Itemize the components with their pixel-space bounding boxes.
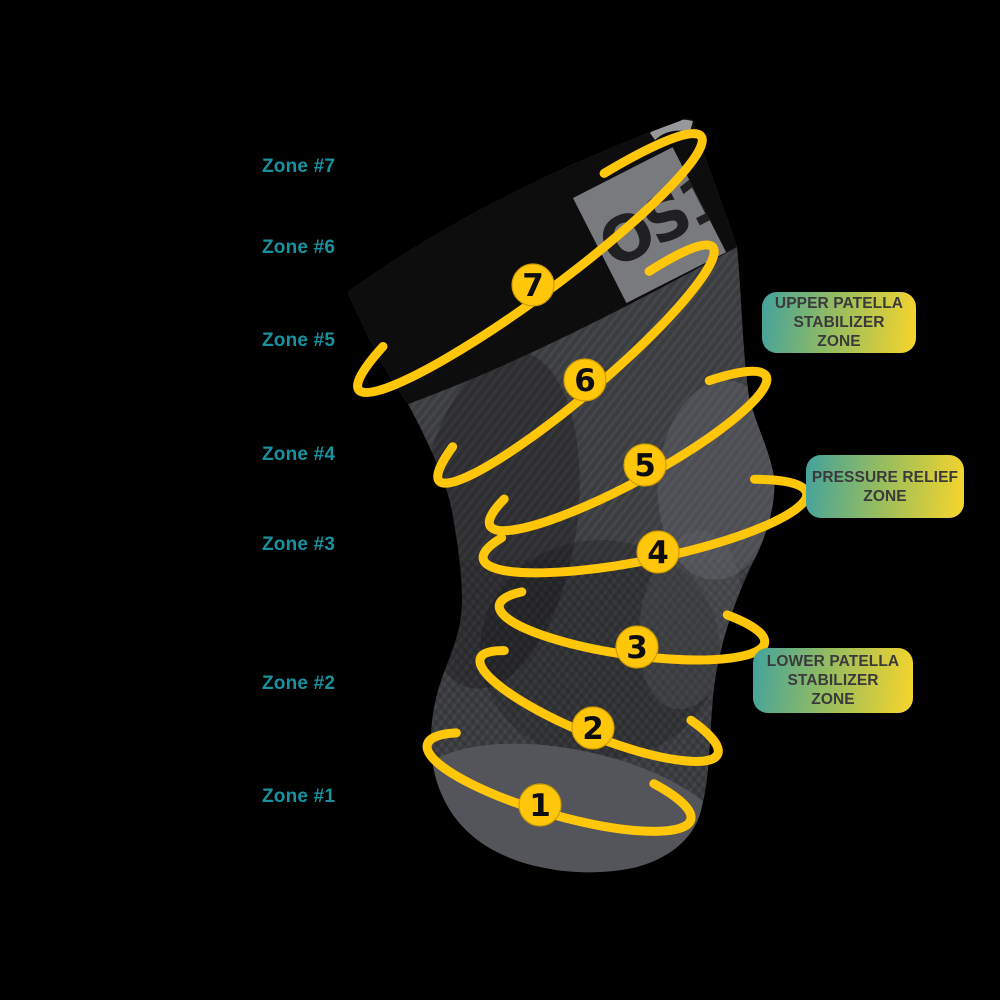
- zone-number-text: 2: [582, 711, 604, 747]
- zone-number-4: 4: [636, 530, 680, 574]
- zone-number-text: 5: [634, 448, 656, 484]
- zone-label-2: Zone #2: [262, 673, 336, 694]
- callout-line: STABILIZER: [793, 314, 885, 331]
- zone-number-circle: [571, 706, 615, 750]
- zone-band-1: [422, 728, 696, 836]
- zone-number-1: 1: [518, 783, 562, 827]
- callout-pressure-relief-zone: PRESSURE RELIEF ZONE: [806, 455, 964, 518]
- callout-upper-patella-stabilizer-zone: UPPER PATELLA STABILIZER ZONE: [762, 292, 916, 353]
- zone-number-text: 3: [626, 630, 648, 666]
- callout-line: UPPER PATELLA: [774, 295, 904, 312]
- zone-band-6: [433, 240, 719, 488]
- callout-line: STABILIZER: [787, 672, 879, 689]
- zone-number-6: 6: [563, 358, 607, 402]
- zone-number-2: 2: [571, 706, 615, 750]
- callout-line: ZONE: [811, 691, 855, 708]
- cuff-fold-highlight: [650, 119, 693, 140]
- zone-number-markers: 7 6 5 4 3 2 1: [511, 263, 680, 827]
- zone-number-text: 1: [529, 788, 551, 824]
- zone-label-4: Zone #4: [262, 444, 336, 465]
- zone-number-text: 7: [522, 268, 544, 304]
- zone-label-6: Zone #6: [262, 237, 336, 258]
- callout-line: LOWER PATELLA: [766, 653, 900, 670]
- zone-number-5: 5: [623, 443, 667, 487]
- zone-label-5: Zone #5: [262, 330, 336, 351]
- callout-line: PRESSURE RELIEF: [811, 468, 959, 486]
- zone-number-7: 7: [511, 263, 555, 307]
- zone-label-7: Zone #7: [262, 156, 336, 177]
- zone-number-circle: [518, 783, 562, 827]
- zone-label-1: Zone #1: [262, 786, 336, 807]
- shin-highlight: [638, 530, 742, 710]
- zone-number-text: 6: [574, 363, 596, 399]
- zone-number-circle: [563, 358, 607, 402]
- zone-number-circle: [511, 263, 555, 307]
- callout-line: ZONE: [863, 487, 907, 505]
- zone-number-3: 3: [615, 625, 659, 669]
- zone-band-7: [353, 129, 707, 398]
- zone-number-text: 4: [647, 535, 669, 571]
- zone-number-circle: [623, 443, 667, 487]
- zone-number-circle: [636, 530, 680, 574]
- sleeve-body: OS1: [348, 118, 775, 873]
- zone-label-3: Zone #3: [262, 534, 336, 555]
- callout-line: ZONE: [817, 333, 861, 350]
- callout-lower-patella-stabilizer-zone: LOWER PATELLA STABILIZER ZONE: [753, 648, 913, 713]
- zone-number-circle: [615, 625, 659, 669]
